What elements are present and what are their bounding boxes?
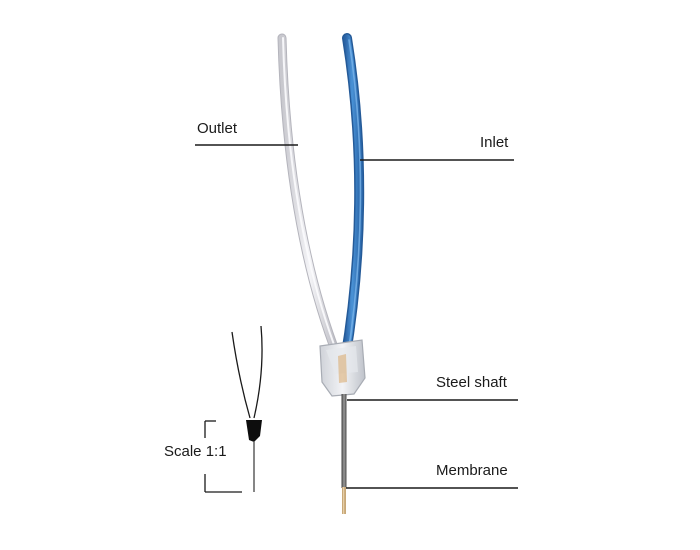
steel-shaft-label: Steel shaft: [436, 374, 507, 391]
scale-label: Scale 1:1: [164, 443, 227, 460]
scale-probe-miniature: [231, 325, 263, 492]
membrane-label: Membrane: [436, 462, 508, 479]
outlet-label: Outlet: [197, 120, 238, 137]
outlet-tube: [277, 33, 343, 363]
inlet-label: Inlet: [480, 134, 509, 151]
steel-shaft: [341, 394, 347, 488]
scale-bracket: [204, 420, 242, 493]
